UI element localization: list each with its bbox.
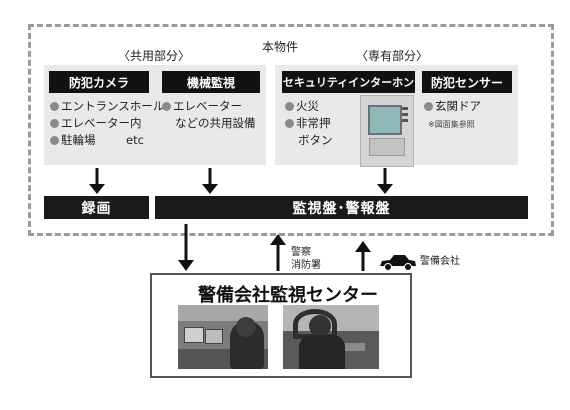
camera-item-bicycle-parking: 駐輪場 xyxy=(50,132,96,149)
bullet-icon xyxy=(50,136,59,145)
intercom-device-image xyxy=(360,95,414,167)
intercom-button-panel xyxy=(369,138,405,156)
private-area-label: 〈専有部分〉 xyxy=(356,49,429,63)
police-label: 警察 xyxy=(291,247,311,258)
bullet-icon xyxy=(50,102,59,111)
arrow-to-police-fire xyxy=(270,234,286,271)
arrow-mechanical-to-monitor xyxy=(202,168,218,194)
mechanical-monitoring-header: 機械監視 xyxy=(162,71,260,93)
recording-bar: 録画 xyxy=(44,196,149,219)
intercom-indicator xyxy=(402,119,408,122)
monitoring-center-title: 警備会社監視センター xyxy=(198,285,378,306)
camera-item-etc: etc xyxy=(126,133,144,147)
photo-operator-head xyxy=(236,317,256,337)
common-area-label: 〈共用部分〉 xyxy=(118,49,191,63)
crime-camera-header: 防犯カメラ xyxy=(49,71,149,93)
photo-guard-head xyxy=(309,315,331,337)
bullet-icon xyxy=(285,119,294,128)
monitor-alarm-bar: 監視盤･警報盤 xyxy=(155,196,528,219)
intercom-indicator xyxy=(402,113,408,116)
photo-wall xyxy=(178,305,268,321)
photo-control-room xyxy=(178,305,268,369)
mechanical-item-continuation: などの共用設備 xyxy=(175,116,256,130)
security-intercom-header: セキュリティインターホン xyxy=(282,71,415,93)
arrow-camera-to-recording xyxy=(89,168,105,194)
intercom-indicator xyxy=(402,107,408,110)
sensor-note: ※図面集参照 xyxy=(428,120,475,129)
intercom-item-fire: 火災 xyxy=(285,98,319,115)
mechanical-item-elevator: エレベーター xyxy=(162,98,242,115)
photo-radio xyxy=(345,343,365,351)
bullet-icon xyxy=(162,102,171,111)
photo-monitor xyxy=(184,327,204,343)
bullet-icon xyxy=(424,102,433,111)
intercom-screen xyxy=(368,105,402,135)
photo-patrol-car xyxy=(283,305,379,369)
arrow-monitor-to-center xyxy=(178,224,194,271)
bullet-icon xyxy=(285,102,294,111)
property-label: 本物件 xyxy=(262,40,299,54)
security-company-label: 警備会社 xyxy=(420,256,460,267)
arrow-to-monitor-from-center xyxy=(355,241,371,271)
intercom-item-emergency: 非常押 xyxy=(285,115,331,132)
photo-monitor xyxy=(205,329,223,344)
property-boundary xyxy=(28,24,554,236)
fire-station-label: 消防署 xyxy=(291,260,321,271)
arrow-intercom-to-monitor xyxy=(377,168,393,194)
intercom-item-continuation: ボタン xyxy=(298,133,333,147)
crime-sensor-header: 防犯センサー xyxy=(422,71,512,93)
photo-guard-body xyxy=(299,335,345,369)
bullet-icon xyxy=(50,119,59,128)
camera-item-elevator: エレベーター内 xyxy=(50,115,142,132)
camera-item-entrance: エントランスホール xyxy=(50,98,164,115)
security-car-icon xyxy=(380,255,416,271)
sensor-item-front-door: 玄関ドア xyxy=(424,98,481,115)
